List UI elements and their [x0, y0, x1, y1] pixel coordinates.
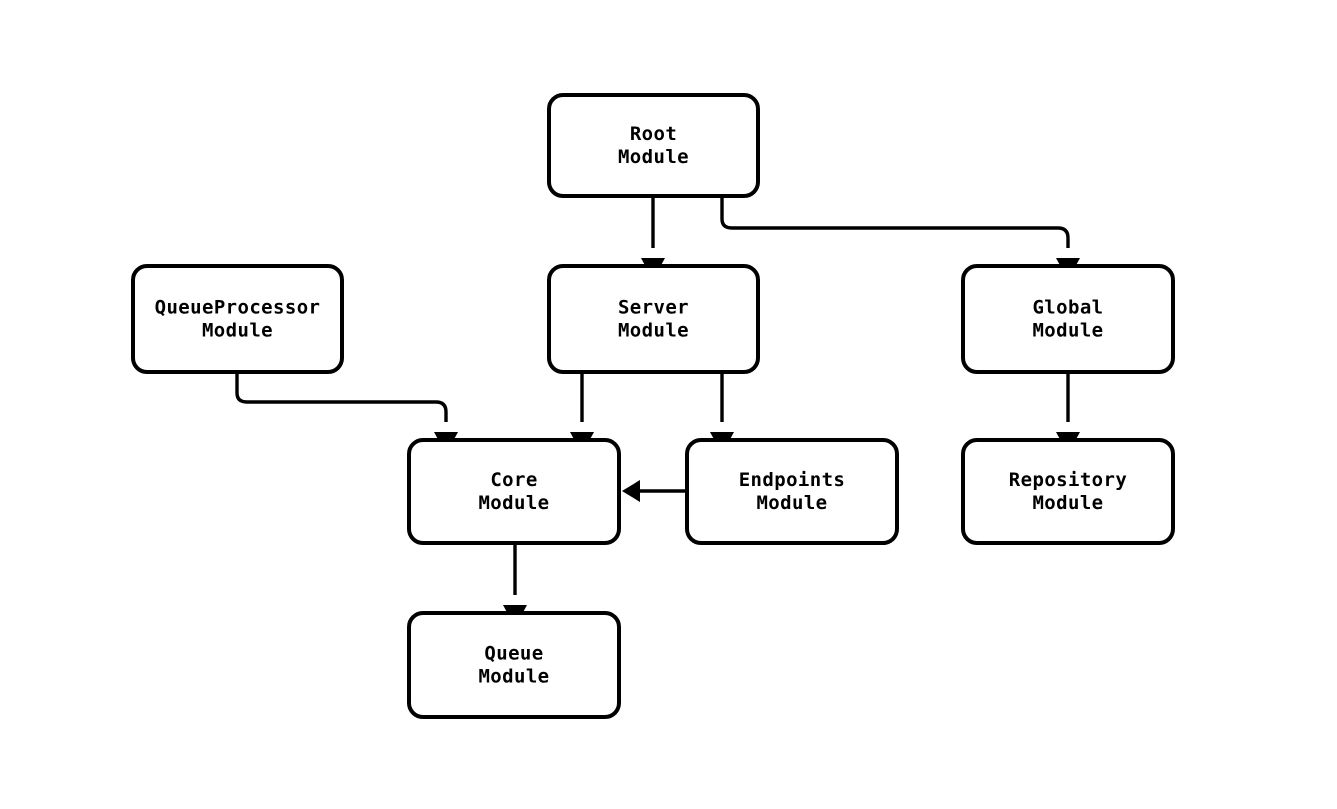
server-module-label-line2: Module: [618, 320, 689, 342]
server-module-label-line1: Server: [618, 297, 689, 319]
queue-module-label-line2: Module: [478, 666, 549, 688]
edge-endpoints-to-core-arrowhead-icon: [622, 480, 640, 502]
queueprocessor-module-box[interactable]: [131, 264, 344, 374]
core-module-label-line2: Module: [478, 492, 549, 514]
repository-module-label-line2: Module: [1032, 492, 1103, 514]
server-module-box[interactable]: [547, 264, 760, 374]
root-module-label-line2: Module: [618, 146, 689, 168]
global-module-label-line2: Module: [1032, 320, 1103, 342]
queueprocessor-module-label-line2: Module: [202, 320, 273, 342]
global-module-box[interactable]: [961, 264, 1175, 374]
queueprocessor-module-label-line1: QueueProcessor: [155, 297, 321, 319]
core-module-box[interactable]: [407, 438, 621, 545]
endpoints-module-label-line2: Module: [756, 492, 827, 514]
queue-module-box[interactable]: [407, 611, 621, 719]
edge-queueprocessor-to-core-line: [235, 372, 448, 422]
endpoints-module-box[interactable]: [685, 438, 899, 545]
edge-root-to-global-line: [720, 196, 1070, 248]
edge-layer: [235, 196, 1080, 627]
core-module-label-line1: Core: [490, 469, 537, 491]
repository-module-label-line1: Repository: [1009, 469, 1127, 491]
edge-endpoints-to-core: [622, 480, 687, 502]
global-module-label-line1: Global: [1032, 297, 1103, 319]
root-module-box[interactable]: [547, 93, 760, 198]
node-layer: RootModuleQueueProcessorModuleServerModu…: [131, 93, 1175, 719]
repository-module-box[interactable]: [961, 438, 1175, 545]
queue-module-label-line1: Queue: [484, 643, 543, 665]
root-module-label-line1: Root: [630, 123, 677, 145]
endpoints-module-label-line1: Endpoints: [739, 469, 846, 491]
